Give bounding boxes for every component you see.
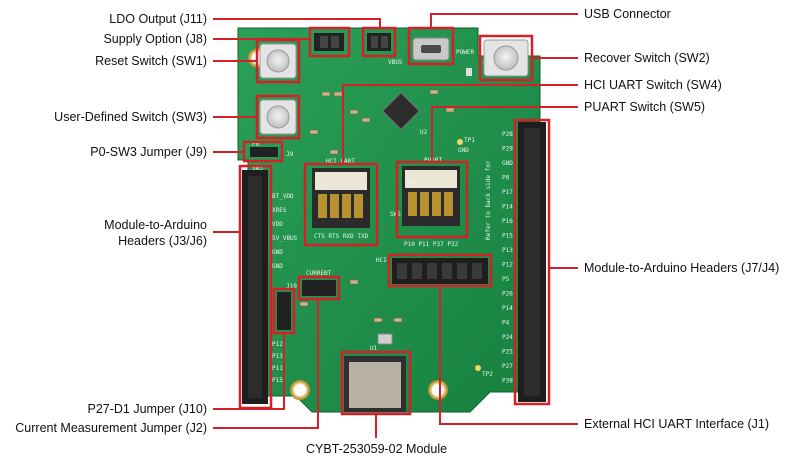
leader-hci [439,286,578,425]
pin-label: 5V_VBUS [272,235,298,242]
pin-label: GND [502,160,513,167]
leader-usb [430,13,578,28]
silk-puart-pins: P10 P11 P37 P32 [404,241,459,248]
pin-label: P14 [502,305,513,312]
leader-current [213,299,319,429]
callout-box-right-header [513,118,551,406]
callout-box-sw4 [303,162,379,247]
label-module-arduino-right: Module-to-Arduino Headers (J7/J4) [584,261,780,275]
pin-label: P4 [502,320,510,327]
label-reset-switch: Reset Switch (SW1) [95,54,207,68]
ldo-output-jumper [314,33,344,51]
label-supply-option: Supply Option (J8) [103,32,207,46]
silk-sw3: SW3 [252,165,263,172]
silk-j10: J10 [286,283,297,290]
pin-label: VDD [272,221,283,228]
pin-label: P38 [502,378,513,385]
silk-on: ON [406,179,414,186]
silk-vbus: VBUS [388,59,403,66]
pin-label: P25 [502,349,513,356]
callout-box-ldo [308,26,351,58]
pin-label: P15 [502,233,513,240]
silk-hci-uart: HCI UART [326,158,355,165]
pin-label: P12 [272,341,283,348]
mounting-hole [428,380,448,400]
puart-dip-switch [402,166,460,226]
silk-on: ON [316,181,324,188]
label-hci-uart-switch: HCI UART Switch (SW4) [584,78,722,92]
label-module-arduino-left-1: Module-to-Arduino [104,218,207,232]
label-external-hci: External HCI UART Interface (J1) [584,417,770,431]
silk-tp2: TP2 [482,371,493,378]
cybt-module [344,356,406,412]
silk-current: CURRENT [306,270,332,277]
pin-label: P26 [502,291,513,298]
mounting-hole [290,380,310,400]
leader-j10 [213,333,285,410]
pin-label: P24 [502,334,513,341]
label-user-switch: User-Defined Switch (SW3) [54,110,207,124]
silk-side-note: Refer to back side for [485,160,492,240]
silk-sw5: SW5 [390,211,401,218]
chip-u2 [381,91,421,131]
leader-sw4 [342,84,578,164]
label-p0-sw3-jumper: P0-SW3 Jumper (J9) [90,145,207,159]
pin-label: P27 [502,363,513,370]
pin-label: P0 [502,175,510,182]
silk-gnd: GND [458,147,469,154]
leader-ldo [213,18,381,28]
label-module-arduino-left-2: Headers (J3/J6) [118,234,207,248]
label-puart-switch: PUART Switch (SW5) [584,100,706,114]
label-ldo-output: LDO Output (J11) [109,12,207,26]
silk-j9: J9 [286,151,294,158]
pin-label: P12 [502,262,513,269]
silk-puart: PUART [424,157,442,164]
leader-sw5 [431,106,578,162]
reset-button [259,43,297,79]
label-p27-d1-jumper: P27-D1 Jumper (J10) [87,402,208,416]
hci-uart-dip-switch [312,168,370,228]
label-current-jumper: Current Measurement Jumper (J2) [15,421,207,435]
p27-d1-jumper [277,292,291,330]
left-arduino-header [242,170,268,404]
pin-label: P17 [502,189,513,196]
external-hci-header [392,258,488,284]
silk-u1: U1 [370,345,378,352]
label-recover-switch: Recover Switch (SW2) [584,51,710,65]
user-button [259,99,297,135]
right-pin-labels: P28P29GNDP0P17P14P16P15P13P12P5P26P14P4P… [502,131,513,385]
pin-label: P29 [502,146,513,153]
pin-label: P15 [272,377,283,384]
pin-label: P11 [272,365,283,372]
current-jumper [302,280,336,296]
recover-button [483,39,529,77]
silk-hci-pins: CTS RTS RXD TXD [314,233,369,240]
pin-label: P5 [502,276,510,283]
silk-hci: HCI [376,257,387,264]
silk-u2: U2 [420,129,428,136]
pin-label: P13 [272,353,283,360]
silk-p0: P0 [252,141,260,148]
silk-power: POWER [456,49,474,56]
left-pin-labels: BT_VDD XRES VDD 5V_VBUS GND GND [272,193,298,270]
pin-label: P16 [502,218,513,225]
silk-tp1: TP1 [464,137,475,144]
pin-label: P28 [502,131,513,138]
pin-label: XRES [272,207,287,214]
pin-label: P13 [502,247,513,254]
label-module: CYBT-253059-02 Module [306,442,448,456]
pin-label: GND [272,249,283,256]
pin-label: BT_VDD [272,193,294,200]
pin-label: GND [272,263,283,270]
right-arduino-header [518,122,546,402]
p0-sw3-jumper [250,147,278,157]
pin-label: P14 [502,204,513,211]
label-usb-connector: USB Connector [584,7,671,21]
